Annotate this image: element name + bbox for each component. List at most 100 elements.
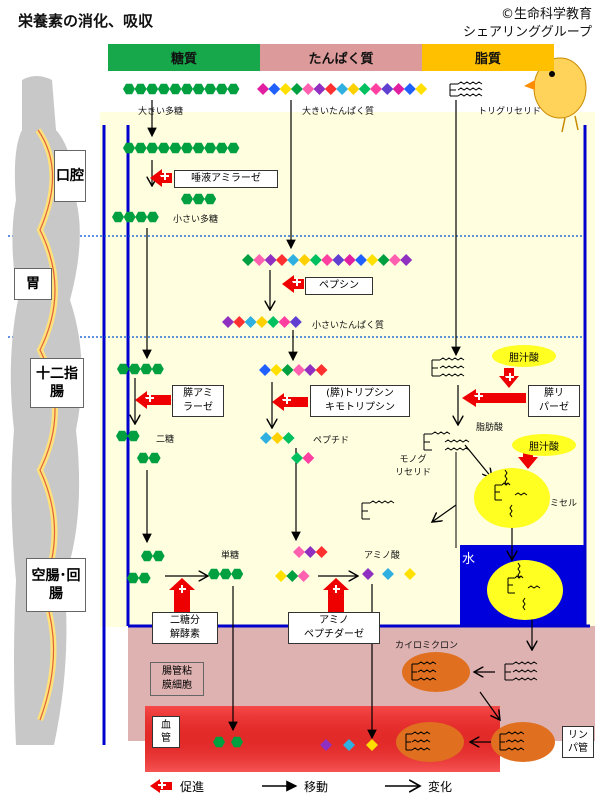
amino-acid-diamond bbox=[382, 568, 394, 580]
amino-acid-diamond bbox=[343, 739, 355, 751]
disaccharide-hex bbox=[141, 550, 153, 562]
peptide-diamond bbox=[293, 546, 305, 558]
small-polysaccharide-hex bbox=[181, 193, 193, 205]
monosaccharide-hex bbox=[213, 736, 225, 748]
monosaccharide-hex bbox=[127, 572, 139, 584]
peptide-diamond bbox=[304, 546, 317, 558]
protein-diamond bbox=[415, 83, 428, 95]
label-triglyceride: トリグリセリド bbox=[478, 107, 542, 117]
protein-diamond bbox=[347, 83, 360, 95]
protein-diamond bbox=[332, 254, 345, 266]
protein-diamond bbox=[257, 83, 269, 95]
enzyme-salivary-amylase: 唾液アミラーゼ bbox=[174, 170, 278, 188]
protein-diamond bbox=[290, 83, 303, 95]
peptide-diamond bbox=[259, 364, 271, 376]
protein-diamond bbox=[358, 83, 371, 95]
protein-diamond bbox=[336, 83, 349, 95]
enzyme-trypsin: (膵)トリプシン キモトリプシン bbox=[310, 385, 410, 417]
polysaccharide-hex bbox=[181, 83, 193, 95]
protein-diamond bbox=[324, 83, 337, 95]
monosaccharide-hex bbox=[231, 736, 243, 748]
polysaccharide-hex bbox=[192, 83, 205, 95]
region-jejunum-ileum: 空腸･回腸 bbox=[26, 558, 86, 612]
small-protein-diamond bbox=[289, 316, 302, 328]
label-chylomicron: カイロミクロン bbox=[395, 641, 459, 651]
label-monosaccharide: 単糖 bbox=[221, 551, 240, 561]
small-polysaccharide-hex bbox=[146, 211, 159, 223]
polysaccharide-hex bbox=[227, 142, 240, 154]
protein-diamond bbox=[400, 254, 413, 266]
small-polysaccharide-hex bbox=[192, 193, 205, 205]
page-title: 栄養素の消化、吸収 bbox=[18, 12, 154, 30]
polysaccharide-hex bbox=[146, 142, 159, 154]
protein-diamond bbox=[302, 83, 315, 95]
peptide-diamond bbox=[281, 364, 294, 376]
polysaccharide-hex bbox=[227, 83, 240, 95]
peptide-diamond bbox=[260, 432, 272, 444]
label-amino-acid: アミノ酸 bbox=[364, 551, 400, 561]
polysaccharide-hex bbox=[123, 142, 135, 154]
column-header-sugar: 糖質 bbox=[108, 44, 260, 71]
protein-diamond bbox=[392, 83, 405, 95]
small-protein-diamond bbox=[233, 316, 246, 328]
protein-diamond bbox=[275, 254, 288, 266]
protein-diamond bbox=[370, 83, 382, 95]
region-duodenum: 十二指腸 bbox=[30, 358, 84, 408]
protein-diamond bbox=[321, 254, 334, 266]
peptide-diamond bbox=[270, 364, 283, 376]
protein-diamond bbox=[366, 254, 379, 266]
polysaccharide-hex bbox=[169, 83, 182, 95]
protein-diamond bbox=[264, 254, 277, 266]
polysaccharide-hex bbox=[157, 142, 170, 154]
disaccharide-hex bbox=[116, 430, 128, 442]
small-polysaccharide-hex bbox=[123, 211, 136, 223]
monosaccharide-hex bbox=[231, 568, 244, 580]
label-disaccharide: 二糖 bbox=[156, 435, 175, 445]
peptide-diamond bbox=[282, 432, 295, 444]
legend-change-label: 変化 bbox=[428, 780, 453, 794]
region-mouth: 口腔 bbox=[54, 150, 86, 202]
small-protein-diamond bbox=[255, 316, 268, 328]
polysaccharide-hex bbox=[123, 83, 135, 95]
protein-diamond bbox=[403, 83, 416, 95]
protein-diamond bbox=[313, 83, 326, 95]
small-polysaccharide-hex bbox=[135, 211, 148, 223]
region-stomach: 胃 bbox=[14, 268, 52, 300]
protein-diamond bbox=[298, 254, 311, 266]
label-water: 水 bbox=[462, 552, 476, 567]
amino-acid-diamond bbox=[366, 739, 378, 751]
polysaccharide-hex bbox=[134, 142, 147, 154]
triglyceride-glyph bbox=[449, 81, 483, 97]
polysaccharide-hex bbox=[215, 142, 228, 154]
disaccharide-hex bbox=[117, 363, 129, 375]
polysaccharide-hex bbox=[192, 142, 205, 154]
small-protein-diamond bbox=[267, 316, 280, 328]
protein-diamond bbox=[279, 83, 292, 95]
protein-diamond bbox=[355, 254, 367, 266]
polysaccharide-hex bbox=[169, 142, 182, 154]
label-large-polysaccharide: 大きい多糖 bbox=[138, 107, 184, 117]
polysaccharide-hex bbox=[204, 83, 217, 95]
peptide-diamond bbox=[304, 364, 317, 376]
disaccharide-hex bbox=[152, 550, 165, 562]
peptide-diamond bbox=[292, 364, 305, 376]
enzyme-pancreatic-amylase: 膵アミ ラーゼ bbox=[172, 385, 224, 417]
peptide-diamond bbox=[297, 570, 310, 582]
peptide-diamond bbox=[302, 452, 315, 464]
peptide-diamond bbox=[275, 570, 287, 582]
peptide-diamond bbox=[271, 432, 284, 444]
disaccharide-hex bbox=[137, 452, 149, 464]
amino-acid-diamond bbox=[404, 568, 416, 580]
amino-acid-diamond bbox=[362, 568, 374, 580]
small-polysaccharide-hex bbox=[204, 193, 217, 205]
enzyme-disaccharidase: 二糖分 解酵素 bbox=[152, 612, 218, 644]
monosaccharide-hex bbox=[219, 568, 232, 580]
label-small-polysaccharide: 小さい多糖 bbox=[173, 215, 219, 225]
micelle-2 bbox=[487, 560, 563, 620]
label-fatty-acid: 脂肪酸 bbox=[476, 423, 504, 433]
label-micelle: ミセル bbox=[550, 499, 578, 509]
enzyme-bile-acid-2: 胆汁酸 bbox=[512, 434, 576, 456]
enzyme-bile-acid-1: 胆汁酸 bbox=[492, 345, 556, 367]
amino-acid-diamond bbox=[320, 739, 332, 751]
polysaccharide-hex bbox=[204, 142, 217, 154]
